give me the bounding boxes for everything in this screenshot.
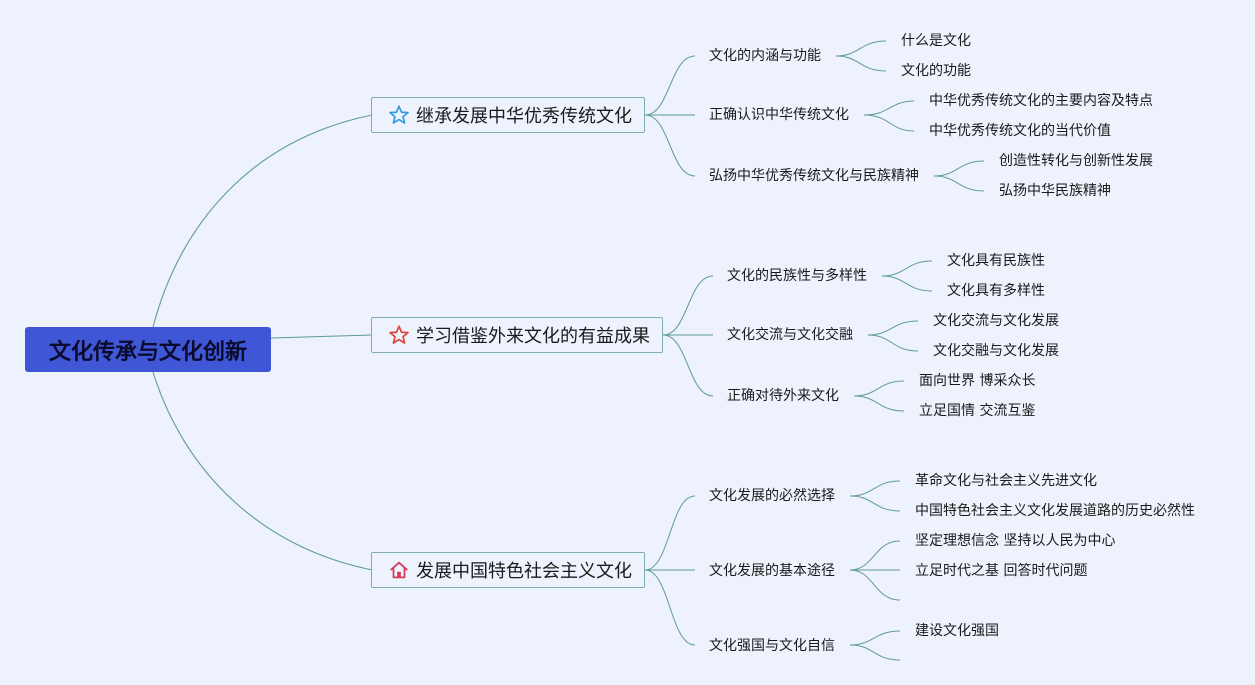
topic1-1-link-leaf1	[835, 40, 887, 57]
topic-cultural-power[interactable]: 文化强国与文化自信	[709, 638, 835, 654]
branch1-link-topic1	[644, 55, 696, 116]
root-link-3	[152, 371, 373, 571]
topic-exchange-integration[interactable]: 文化交流与文化交融	[727, 327, 853, 343]
leaf-national-conditions[interactable]: 立足国情 交流互鉴	[919, 403, 1036, 419]
topic-inevitable-choice[interactable]: 文化发展的必然选择	[709, 488, 835, 504]
root-node[interactable]: 文化传承与文化创新	[25, 327, 271, 372]
topic1-2-link-leaf1	[863, 100, 915, 116]
branch2-link-topic1	[662, 275, 714, 336]
leaf-integration-development[interactable]: 文化交融与文化发展	[933, 343, 1059, 359]
branch-label: 继承发展中华优秀传统文化	[416, 106, 632, 127]
topic3-2-link-leaf3	[849, 569, 901, 601]
leaf-diversity[interactable]: 文化具有多样性	[947, 283, 1045, 299]
leaf-historical-inevitability[interactable]: 中国特色社会主义文化发展道路的历史必然性	[915, 503, 1195, 519]
topic1-2-link-leaf2	[863, 114, 915, 132]
topic2-1-link-leaf2	[881, 275, 933, 292]
root-link-1	[152, 114, 373, 328]
branch3-link-topic3	[644, 569, 696, 646]
topic3-1-link-leaf1	[849, 480, 901, 497]
leaf-build-cultural-power[interactable]: 建设文化强国	[915, 623, 999, 639]
root-link-2	[270, 334, 373, 339]
branch2-link-topic3	[662, 334, 714, 397]
branch-label: 学习借鉴外来文化的有益成果	[416, 326, 650, 347]
star-outline-icon	[388, 104, 410, 126]
branch-socialist-culture[interactable]: 发展中国特色社会主义文化	[371, 552, 645, 588]
leaf-revolutionary-culture[interactable]: 革命文化与社会主义先进文化	[915, 473, 1097, 489]
topic3-1-link-leaf2	[849, 495, 901, 512]
leaf-national-spirit[interactable]: 弘扬中华民族精神	[999, 183, 1111, 199]
topic3-3-link-leaf2	[849, 644, 901, 661]
topic2-3-link-leaf2	[853, 395, 905, 412]
leaf-firm-ideals[interactable]: 坚定理想信念 坚持以人民为中心	[915, 533, 1116, 549]
topic2-2-link-leaf2	[867, 334, 919, 352]
leaf-nationality[interactable]: 文化具有民族性	[947, 253, 1045, 269]
topic-treat-foreign[interactable]: 正确对待外来文化	[727, 388, 839, 404]
topic-understand-traditional[interactable]: 正确认识中华传统文化	[709, 107, 849, 123]
branch3-link-topic1	[644, 495, 696, 571]
topic2-1-link-leaf1	[881, 260, 933, 277]
topic2-2-link-leaf1	[867, 320, 919, 336]
topic1-3-link-leaf1	[933, 160, 985, 177]
topic-nationality-diversity[interactable]: 文化的民族性与多样性	[727, 268, 867, 284]
topic-culture-connotation[interactable]: 文化的内涵与功能	[709, 48, 821, 64]
branch-foreign-culture[interactable]: 学习借鉴外来文化的有益成果	[371, 317, 663, 353]
leaf-face-world[interactable]: 面向世界 博采众长	[919, 373, 1036, 389]
leaf-main-content[interactable]: 中华优秀传统文化的主要内容及特点	[929, 93, 1153, 109]
leaf-times-foundation[interactable]: 立足时代之基 回答时代问题	[915, 563, 1088, 579]
leaf-culture-function[interactable]: 文化的功能	[901, 63, 971, 79]
topic1-1-link-leaf2	[835, 55, 887, 72]
topic2-3-link-leaf1	[853, 380, 905, 397]
branch-label: 发展中国特色社会主义文化	[416, 561, 632, 582]
leaf-creative-transformation[interactable]: 创造性转化与创新性发展	[999, 153, 1153, 169]
leaf-what-is-culture[interactable]: 什么是文化	[901, 33, 971, 49]
branch1-link-topic3	[644, 114, 696, 177]
home-icon	[388, 559, 410, 581]
leaf-contemporary-value[interactable]: 中华优秀传统文化的当代价值	[929, 123, 1111, 139]
topic1-3-link-leaf2	[933, 175, 985, 192]
star-outline-icon	[388, 324, 410, 346]
topic3-3-link-leaf1	[849, 630, 901, 646]
topic3-2-link-leaf1	[849, 540, 901, 571]
root-label: 文化传承与文化创新	[48, 339, 247, 365]
topic-promote-traditional[interactable]: 弘扬中华优秀传统文化与民族精神	[709, 168, 919, 184]
topic-basic-path[interactable]: 文化发展的基本途径	[709, 563, 835, 579]
branch-traditional-culture[interactable]: 继承发展中华优秀传统文化	[371, 97, 645, 133]
leaf-exchange-development[interactable]: 文化交流与文化发展	[933, 313, 1059, 329]
